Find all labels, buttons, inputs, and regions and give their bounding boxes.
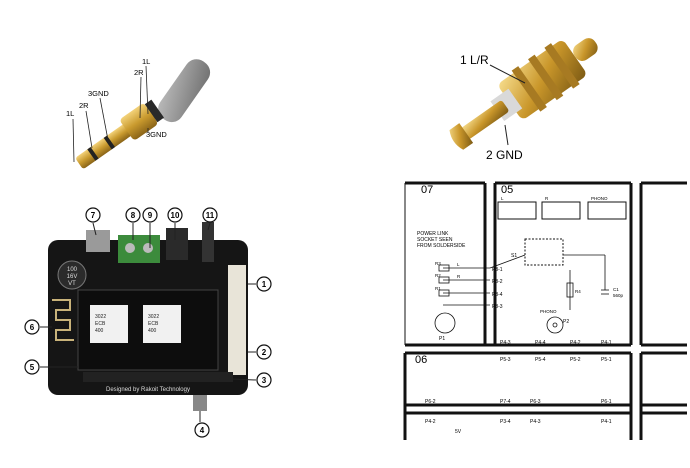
cap-value: 560p — [613, 293, 624, 298]
p3-4-bottom: P3-4 — [500, 419, 511, 425]
trs-label-3gnd: 3GND — [88, 89, 109, 98]
p5-4: P5-4 — [535, 357, 546, 363]
connector-p1: P1 — [439, 336, 445, 342]
section-06: 06 — [415, 354, 427, 366]
cap-text-3: VT — [68, 281, 76, 287]
board-panel: 100 16V VT 3022 ECB 400 3022 ECB 400 Des… — [18, 200, 280, 455]
cap-c1: C1 — [613, 287, 619, 292]
p4-4: P4-4 — [535, 340, 546, 346]
p4-1-bottom: P4-1 — [601, 419, 612, 425]
note-line2: SOCKET SEEN — [417, 237, 453, 243]
callout-circle-5 — [24, 359, 40, 375]
callout-label-4: 4 — [200, 426, 205, 435]
section-05: 05 — [501, 184, 513, 196]
chip1-line1: 3022 — [95, 314, 106, 320]
chip2-line1: 3022 — [148, 314, 159, 320]
callout-circle-6 — [24, 319, 40, 335]
callout-label-6: 6 — [30, 323, 35, 332]
r4-label: R4 — [575, 289, 581, 294]
pin-p3-3: P3-3 — [492, 304, 503, 310]
callout-label-2: 2 — [262, 348, 267, 357]
p4-1: P4-1 — [601, 340, 612, 346]
trs-plug-image: 1L 2R 3GND 2R 1L 3GND — [66, 57, 211, 169]
trs-label-2r-right: 2R — [134, 68, 144, 77]
trs-label-1l-right: 1L — [142, 57, 150, 66]
p4-3-bottom: P4-3 — [530, 419, 541, 425]
switch-s1: S1 — [511, 253, 517, 259]
schematic-image: 07 05 06 L R PHONO POWER LINK SOCKET SEE… — [403, 181, 687, 440]
callout-circle-7 — [85, 207, 101, 223]
callout-label-8: 8 — [131, 211, 136, 220]
chip1-line3: 400 — [95, 328, 104, 334]
bottom-5v: 5V — [455, 429, 462, 435]
callout-circle-11 — [202, 207, 218, 223]
rca-plug-image: 1 L/R 2 GND — [449, 38, 598, 162]
callout-circle-1 — [256, 276, 272, 292]
col-phono: PHONO — [591, 196, 608, 201]
callout-circle-9 — [142, 207, 158, 223]
p6-3: P6-3 — [530, 399, 541, 405]
callout-label-11: 11 — [206, 211, 215, 220]
callout-label-10: 10 — [171, 211, 180, 220]
callout-circle-4 — [194, 422, 210, 438]
callout-label-1: 1 — [262, 280, 267, 289]
r3-label: R3 — [435, 261, 441, 266]
signal-l: L — [457, 262, 460, 267]
callout-circle-3 — [256, 372, 272, 388]
trs-label-2r: 2R — [79, 101, 89, 110]
trs-label-1l: 1L — [66, 109, 74, 118]
callout-circle-8 — [125, 207, 141, 223]
p6-2: P6-2 — [425, 399, 436, 405]
col-l: L — [501, 196, 504, 201]
phono-label: PHONO — [540, 309, 557, 314]
callout-label-5: 5 — [30, 363, 35, 372]
callout-label-3: 3 — [262, 376, 267, 385]
p5-2: P5-2 — [570, 357, 581, 363]
rca-plug-panel: 1 L/R 2 GND — [430, 15, 630, 175]
connector-p2: P2 — [563, 319, 569, 325]
chip2-line3: 400 — [148, 328, 157, 334]
callout-circle-10 — [167, 207, 183, 223]
p4-3: P4-3 — [500, 340, 511, 346]
p7-4: P7-4 — [500, 399, 511, 405]
col-r: R — [545, 196, 549, 201]
section-07: 07 — [421, 184, 433, 196]
signal-r: R — [457, 274, 461, 279]
p5-1: P5-1 — [601, 357, 612, 363]
chip2-line2: ECB — [148, 321, 159, 327]
p4-2: P4-2 — [570, 340, 581, 346]
p5-3: P5-3 — [500, 357, 511, 363]
pin-p3-4: P3-4 — [492, 292, 503, 298]
rca-pin1-label: 1 L/R — [460, 53, 489, 67]
p4-2-bottom: P4-2 — [425, 419, 436, 425]
cap-text-2: 16V — [67, 274, 78, 280]
p6-1: P6-1 — [601, 399, 612, 405]
callout-label-7: 7 — [91, 211, 96, 220]
trs-label-3gnd-right: 3GND — [146, 130, 167, 139]
board-image: 100 16V VT 3022 ECB 400 3022 ECB 400 Des… — [24, 207, 272, 438]
rca-pin2-label: 2 GND — [486, 148, 523, 162]
callout-circle-2 — [256, 344, 272, 360]
cap-text-1: 100 — [67, 267, 78, 273]
pin-p3-1: P3-1 — [492, 267, 503, 273]
callout-label-9: 9 — [148, 211, 153, 220]
r1-label: R1 — [435, 286, 441, 291]
pin-p3-2: P3-2 — [492, 279, 503, 285]
chip1-line2: ECB — [95, 321, 106, 327]
schematic-panel: 07 05 06 L R PHONO POWER LINK SOCKET SEE… — [395, 175, 687, 440]
note-line3: FROM SOLDERSIDE — [417, 243, 466, 249]
note-line1: POWER LINK — [417, 231, 449, 237]
trs-plug-panel: 1L 2R 3GND 2R 1L 3GND — [40, 40, 250, 180]
board-brand: Designed by Rakoit Technology — [106, 387, 190, 393]
r2-label: R2 — [435, 273, 441, 278]
